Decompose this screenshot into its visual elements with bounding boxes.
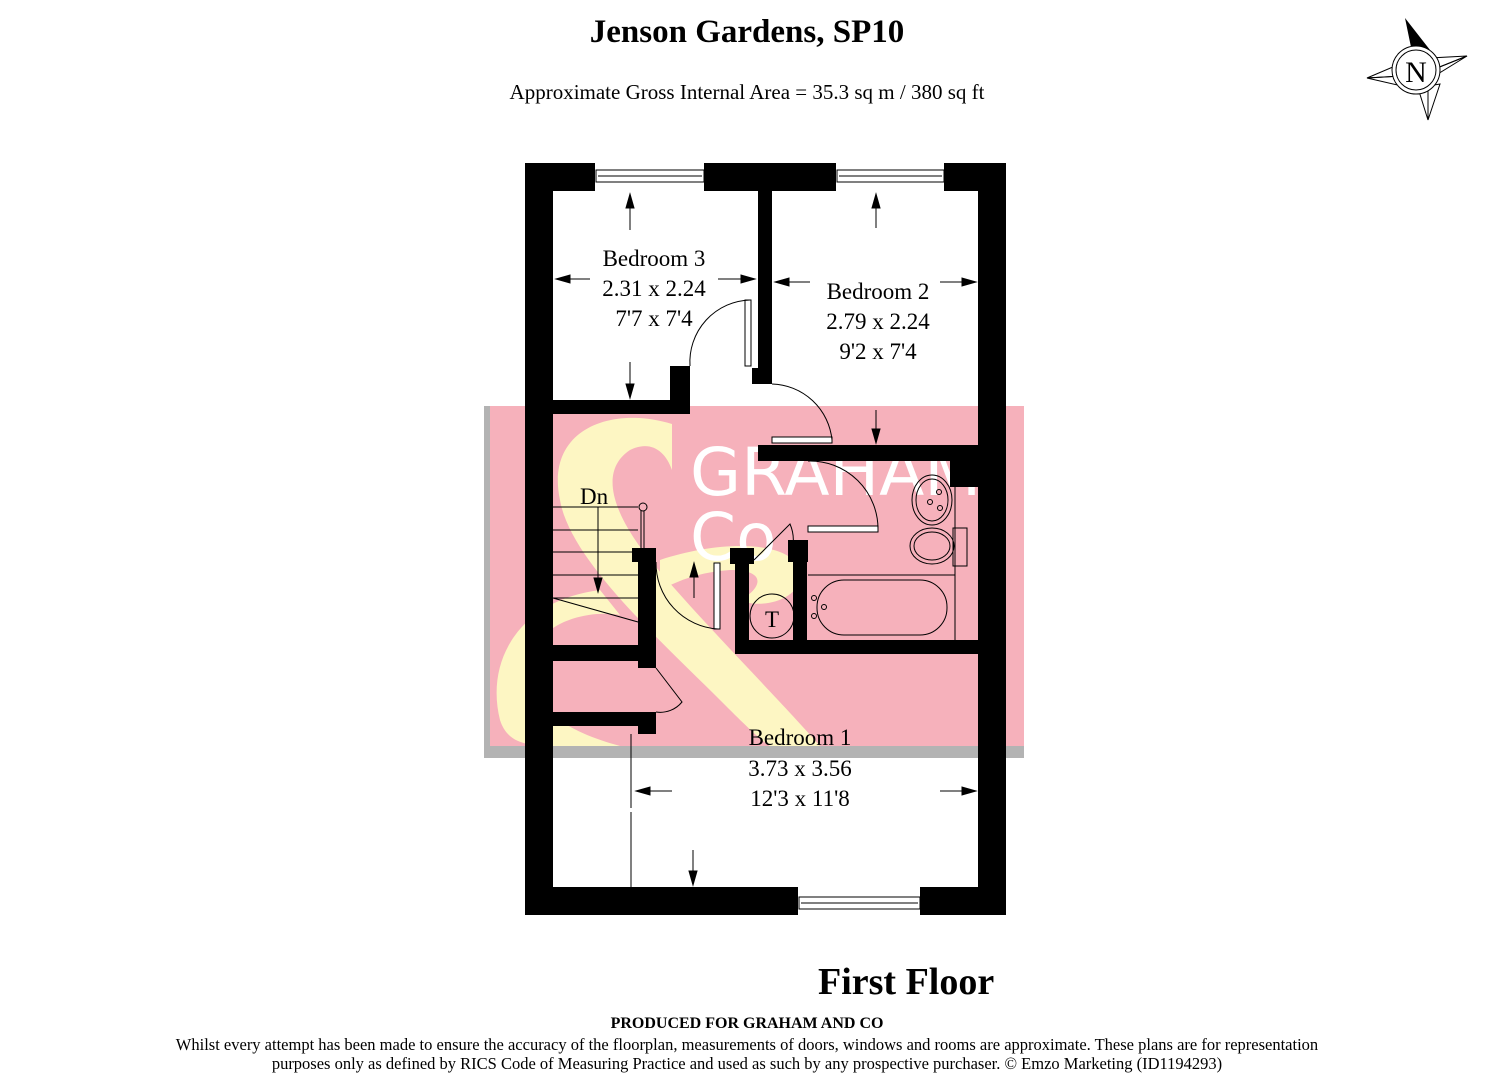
gross-area: Approximate Gross Internal Area = 35.3 s…: [509, 80, 985, 104]
toilet-icon: [909, 527, 955, 565]
room-imperial: 9'2 x 7'4: [839, 339, 917, 364]
doors: [630, 299, 879, 887]
bathtub-icon: [816, 579, 948, 636]
room-name: Bedroom 1: [749, 725, 852, 750]
disclaimer-line-1: Whilst every attempt has been made to en…: [175, 1035, 1319, 1054]
room-metric: 3.73 x 3.56: [748, 756, 852, 781]
bathroom-fixtures: T: [749, 461, 968, 640]
produced-for: PRODUCED FOR GRAHAM AND CO: [610, 1015, 884, 1032]
room-bedroom-1: Bedroom 1 3.73 x 3.56 12'3 x 11'8: [748, 725, 852, 811]
room-name: Bedroom 3: [603, 246, 706, 271]
compass-north-label: N: [1405, 56, 1427, 89]
disclaimer: Whilst every attempt has been made to en…: [110, 1035, 1384, 1073]
floor-label: First Floor: [818, 961, 995, 1003]
basin-icon: [911, 474, 953, 526]
room-bedroom-2: Bedroom 2 2.79 x 2.24 9'2 x 7'4: [826, 279, 930, 364]
water-tank-icon: [749, 593, 795, 639]
compass-icon: N: [1366, 18, 1468, 121]
room-metric: 2.79 x 2.24: [826, 309, 930, 334]
room-imperial: 12'3 x 11'8: [750, 786, 849, 811]
stairs: Dn: [552, 484, 648, 623]
room-imperial: 7'7 x 7'4: [615, 306, 693, 331]
windows: [595, 169, 945, 910]
tank-label: T: [765, 607, 779, 632]
room-metric: 2.31 x 2.24: [602, 276, 706, 301]
walls: [525, 163, 1006, 915]
watermark-brand-line2: Co: [690, 499, 776, 576]
dimension-arrows: [554, 192, 978, 887]
plan-title: Jenson Gardens, SP10: [589, 14, 905, 50]
room-bedroom-3: Bedroom 3 2.31 x 2.24 7'7 x 7'4: [602, 246, 706, 331]
disclaimer-line-2: purposes only as defined by RICS Code of…: [271, 1054, 1223, 1073]
room-name: Bedroom 2: [827, 279, 930, 304]
stairs-down-label: Dn: [580, 484, 609, 509]
